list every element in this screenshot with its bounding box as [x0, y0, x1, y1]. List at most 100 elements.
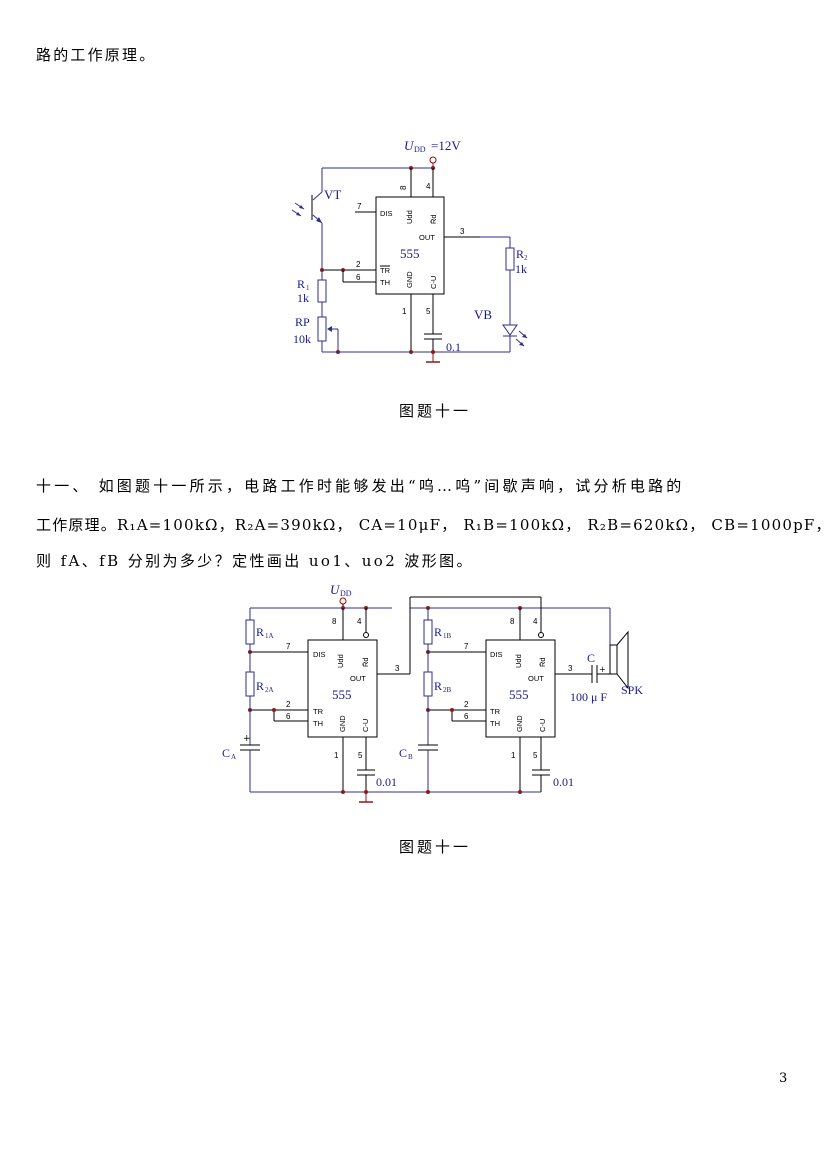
circuit-label: 1k: [515, 262, 527, 276]
chip-label-1: 555: [400, 246, 420, 261]
circuit-label: DIS: [490, 650, 503, 659]
circuit-label: C-U: [361, 719, 370, 732]
led-label: VB: [474, 307, 492, 322]
circuit-label: R: [256, 679, 264, 693]
circuit-label: 0.01: [553, 775, 574, 789]
circuit-label: R: [434, 679, 442, 693]
transistor-label: VT: [324, 187, 341, 202]
circuit-label: 5: [533, 751, 538, 760]
resistor-r1: [317, 279, 327, 303]
circuit-label: TR: [380, 266, 391, 275]
circuit-label: RP: [295, 315, 310, 329]
circuit-label: 0.1: [446, 340, 461, 354]
circuit-label: 1k: [297, 291, 309, 305]
circuit-label: 100 μ F: [570, 690, 607, 704]
circuit-label: 1B: [443, 632, 452, 640]
circuit-label: Udd: [405, 210, 414, 224]
circuit-label: 4: [533, 617, 538, 626]
resistor-r1b: [423, 619, 433, 645]
circuit-label: C-U: [538, 719, 547, 732]
circuit-label: TH: [490, 719, 500, 728]
circuit-label: GND: [338, 715, 347, 732]
supply-label-value: =12V: [431, 138, 461, 153]
circuit-label: TR: [490, 707, 501, 716]
circuit-label: 8: [399, 185, 408, 190]
circuit-label: OUT: [419, 233, 435, 242]
led-vb: [502, 324, 518, 336]
circuit-label: Udd: [514, 654, 523, 668]
circuit-label: R̄d: [429, 214, 438, 224]
circuit-diagram-1: U DD =12V VT 7 DIS Udd R̄d 8 4 OUT 555 T…: [291, 138, 528, 363]
circuit-label: 10k: [293, 332, 311, 346]
figure-caption-2: 图题十一: [399, 838, 472, 856]
figure-caption-1: 图题十一: [399, 402, 472, 420]
circuit-label: A: [231, 753, 236, 761]
circuit-label: R̄d: [361, 657, 370, 667]
svg-text:+: +: [243, 734, 251, 744]
circuit-label: 4: [426, 182, 431, 191]
speaker-spk: [609, 644, 618, 675]
circuit-label: 2: [464, 700, 469, 709]
circuit-label: 0.01: [376, 775, 397, 789]
circuit-label: 1: [334, 751, 339, 760]
resistor-r2a: [245, 671, 255, 697]
chip-555-a: [307, 639, 378, 738]
resistor-r1a: [245, 619, 255, 645]
resistor-r2b: [423, 671, 433, 697]
circuit-label: 6: [356, 273, 361, 282]
circuit-label: U: [330, 582, 341, 597]
circuit-label: 2: [286, 700, 291, 709]
circuit-label: SPK: [621, 683, 643, 697]
circuit-label: DIS: [380, 209, 393, 218]
circuit-label: 6: [286, 712, 291, 721]
circuit-label: 8: [510, 617, 515, 626]
potentiometer-rp: [317, 316, 327, 342]
circuit-label: 7: [464, 642, 469, 651]
circuit-label: GND: [515, 715, 524, 732]
circuit-label: 2B: [443, 686, 452, 694]
circuit-label: 1A: [265, 632, 274, 640]
circuit-label: C-U: [429, 276, 438, 289]
circuit-label: 555: [332, 687, 352, 702]
circuit-label: 8: [332, 617, 337, 626]
circuit-label: 2A: [265, 686, 274, 694]
text-line-continuation: 路的工作原理。: [36, 46, 157, 64]
circuit-label: 5: [358, 751, 363, 760]
circuit-label: Udd: [336, 654, 345, 668]
circuit-label: 7: [357, 202, 362, 211]
resistor-r2: [505, 247, 515, 271]
supply-terminal: [429, 156, 437, 164]
problem-text-line-1: 十一、 如图题十一所示，电路工作时能够发出“呜…呜”间歇声响，试分析电路的: [36, 477, 685, 495]
circuit-label: 2: [356, 260, 361, 269]
circuit-label: C: [399, 746, 407, 760]
circuit-label: 555: [509, 687, 529, 702]
circuit-label: 1: [511, 751, 516, 760]
circuit-label: R: [516, 247, 524, 261]
circuit-label: GND: [405, 271, 414, 288]
supply-terminal-2: [339, 597, 347, 605]
circuit-label: 6: [464, 712, 469, 721]
circuit-label: C: [222, 746, 230, 760]
circuit-label: 7: [286, 642, 291, 651]
circuit-label: TH: [313, 719, 323, 728]
circuit-label: TH: [380, 278, 390, 287]
circuit-label: 1: [306, 284, 310, 292]
circuit-label: 1: [402, 307, 407, 316]
circuit-label: DD: [340, 589, 352, 598]
circuit-label: 3: [395, 664, 400, 673]
circuit-label: TR: [313, 707, 324, 716]
circuit-label: OUT: [350, 674, 366, 683]
circuit-label: 3: [460, 227, 465, 236]
circuit-label: 5: [426, 307, 431, 316]
circuit-label: R: [297, 277, 305, 291]
circuit-label: 4: [357, 617, 362, 626]
problem-text-line-2: 工作原理。R₁A=100kΩ，R₂A=390kΩ， CA=10μF， R₁B=1…: [36, 516, 825, 534]
circuit-diagram-2: U DD 8 4 DIS Udd R̄d OUT 555 TR TH GND C…: [222, 582, 643, 803]
circuit-label: 2: [524, 254, 528, 262]
chip-555-b: [485, 639, 556, 738]
circuit-label: DIS: [313, 650, 326, 659]
page-number: 3: [779, 1071, 788, 1086]
circuit-label: R: [434, 625, 442, 639]
svg-text:+: +: [599, 665, 606, 674]
circuit-label: C: [587, 651, 595, 665]
